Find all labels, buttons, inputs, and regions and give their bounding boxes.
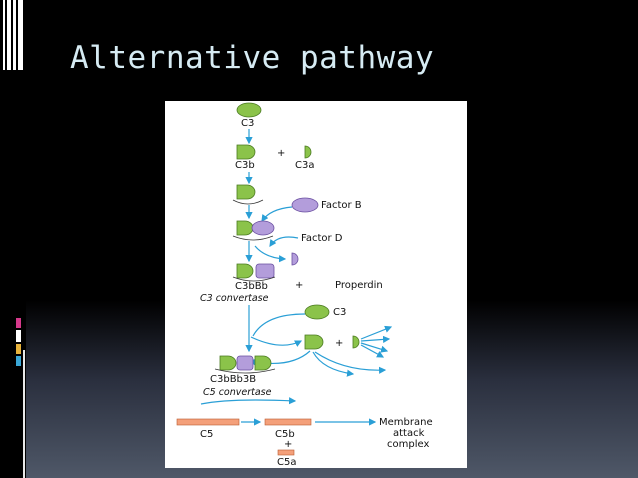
c5a-shape [277,449,295,456]
decor-accent [16,330,21,342]
label-plus-2: + [295,280,303,291]
label-c5b: C5b [275,429,295,440]
label-c5: C5 [200,429,213,440]
surface-line [232,199,264,205]
surface-line [232,276,276,282]
ba-fragment-shape [291,252,299,266]
c5conv-purple [236,355,254,371]
label-c3-top: C3 [241,118,254,129]
c3a-shape [304,145,312,159]
label-plus-4: + [284,439,292,450]
label-c3bbb3b: C3bBb3B [210,374,256,385]
label-factor-d: Factor D [301,233,343,244]
decor-accent [16,356,21,366]
decor-accent [16,344,21,354]
label-c5a: C5a [277,457,296,468]
slide-title: Alternative pathway [70,40,435,76]
label-plus-3: + [335,338,343,349]
decor-bar [18,0,23,70]
label-factor-b: Factor B [321,200,362,211]
label-plus-1: + [277,148,285,159]
c3bb-green-shape [236,220,254,236]
c3bbb-green-shape [236,263,254,279]
arrow [360,344,385,358]
c3bbb-purple-shape [255,263,275,279]
arrow [360,335,391,344]
surface-line [232,235,274,241]
factor-b-shape [291,197,319,213]
arrow [261,206,293,222]
c5-shape [176,418,240,426]
arrow [360,325,393,340]
arrow [312,351,355,377]
label-c5-convertase: C5 convertase [203,387,272,398]
arrow [254,245,287,263]
label-c3-convertase: C3 convertase [200,293,269,304]
c3b-bound-shape [236,184,256,200]
label-c3a: C3a [295,160,314,171]
c3bb-purple-shape [251,220,275,236]
decor-line [23,350,25,478]
arrow [200,397,297,405]
c3b-product-shape [304,334,324,350]
label-c3-mid: C3 [333,307,346,318]
c3b-shape [236,144,256,160]
c3-mid-shape [304,304,330,320]
surface-line [214,368,276,374]
c5conv-green-2 [254,355,272,371]
label-c3bbb: C3bBb [235,281,268,292]
label-attack: attack [393,428,425,439]
c3a-product-shape [352,335,360,349]
label-c3b: C3b [235,160,255,171]
label-complex: complex [387,439,429,450]
arrow [269,236,299,247]
decor-accent [16,318,21,328]
label-membrane: Membrane [379,417,433,428]
pathway-diagram-panel: C3 C3b + C3a Factor B Factor D C3bBb + [165,101,467,468]
arrow [314,351,387,374]
c5b-shape [264,418,312,426]
decor-bar [3,0,5,70]
arrow [360,342,389,353]
arrow [250,336,303,347]
c5conv-green-1 [219,355,237,371]
pathway-diagram: C3 C3b + C3a Factor B Factor D C3bBb + [176,102,433,468]
decor-bar [7,0,11,70]
decor-bar [13,0,16,70]
arrow [252,313,306,337]
label-properdin: Properdin [335,280,383,291]
slide-left-decoration [0,0,26,478]
c3-molecule-shape [236,102,262,118]
